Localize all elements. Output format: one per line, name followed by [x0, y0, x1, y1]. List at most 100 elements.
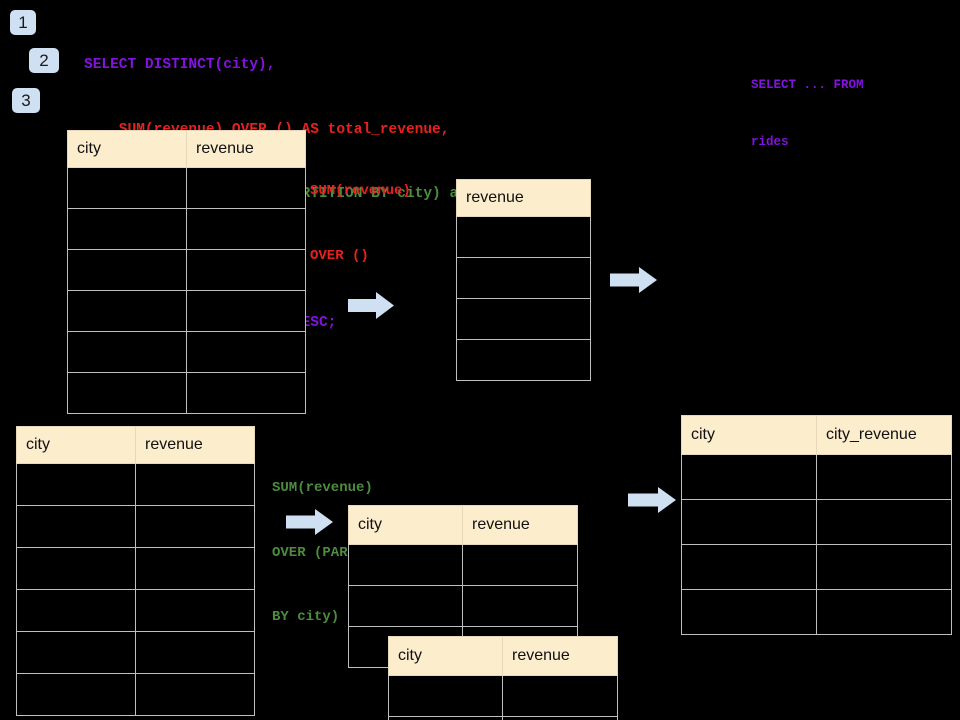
table-row: [456, 257, 591, 299]
table-source-bottom: city revenue: [16, 426, 255, 716]
table-final-result-header-city: city: [681, 415, 817, 455]
table-cell: [16, 673, 136, 716]
table-header-row: city revenue: [388, 636, 618, 676]
table-cell: [456, 257, 591, 299]
arrow-partition-to-final-icon: [628, 487, 676, 513]
table-cell: [16, 631, 136, 674]
table-row: [681, 589, 952, 635]
table-row: [16, 505, 255, 548]
table-row: [16, 589, 255, 632]
table-cell: [16, 463, 136, 506]
table-partition-lower: city revenue: [388, 636, 618, 720]
table-header-row: city revenue: [348, 505, 578, 545]
table-row: [67, 167, 306, 209]
annotation-total-revenue-line-1: SUM(revenue): [310, 183, 411, 199]
table-cell: [67, 249, 187, 291]
table-cell: [67, 208, 187, 250]
table-row: [348, 585, 578, 627]
table-source-top: city revenue: [67, 130, 306, 414]
table-cell: [681, 589, 817, 635]
table-cell: [816, 454, 952, 500]
table-cell: [135, 673, 255, 716]
table-cell: [348, 544, 463, 586]
table-cell: [16, 505, 136, 548]
table-cell: [456, 216, 591, 258]
table-cell: [135, 505, 255, 548]
annotation-city-revenue-line-3: BY city): [272, 609, 340, 625]
table-cell: [67, 372, 187, 414]
table-total-revenue-header-revenue: revenue: [456, 179, 591, 217]
table-row: [16, 673, 255, 716]
table-cell: [67, 167, 187, 209]
table-row: [456, 298, 591, 340]
table-row: [388, 675, 618, 717]
arrow-source-to-partition-icon: [286, 509, 333, 535]
table-cell: [135, 463, 255, 506]
table-cell: [388, 675, 503, 717]
table-row: [681, 454, 952, 500]
sql-line-select: SELECT DISTINCT(city),: [84, 57, 276, 73]
table-source-top-header-revenue: revenue: [186, 130, 306, 168]
table-source-top-header-city: city: [67, 130, 187, 168]
table-cell: [502, 675, 618, 717]
table-cell: [681, 544, 817, 590]
arrow-source-to-total-icon: [348, 292, 394, 319]
step-badge-3-label: 3: [21, 91, 31, 110]
table-row: [456, 339, 591, 381]
table-partition-upper-header-city: city: [348, 505, 463, 545]
step-badge-2-label: 2: [39, 51, 49, 70]
table-cell: [67, 290, 187, 332]
table-partition-lower-header-revenue: revenue: [502, 636, 618, 676]
table-header-row: city revenue: [67, 130, 306, 168]
table-row: [67, 208, 306, 250]
table-partition-upper-header-revenue: revenue: [462, 505, 578, 545]
table-partition-lower-header-city: city: [388, 636, 503, 676]
table-row: [67, 372, 306, 414]
annotation-total-revenue-line-2: OVER (): [310, 247, 369, 264]
table-cell: [186, 167, 306, 209]
table-cell: [456, 298, 591, 340]
step-badge-1: 1: [10, 10, 36, 35]
table-total-revenue-result: revenue: [456, 179, 591, 381]
table-row: [388, 716, 618, 720]
table-cell: [348, 585, 463, 627]
table-final-result: city city_revenue: [681, 415, 952, 635]
table-cell: [186, 290, 306, 332]
sidenote-line-1: SELECT ... FROM: [751, 78, 864, 92]
table-cell: [462, 544, 578, 586]
sidenote-select-from-rides: SELECT ... FROM rides: [751, 38, 864, 190]
sidenote-line-2: rides: [751, 135, 789, 149]
table-cell: [816, 544, 952, 590]
table-cell: [816, 589, 952, 635]
table-row: [348, 544, 578, 586]
table-final-result-header-city-revenue: city_revenue: [816, 415, 952, 455]
table-cell: [135, 547, 255, 590]
table-cell: [388, 716, 503, 720]
table-cell: [67, 331, 187, 373]
annotation-city-revenue-line-1: SUM(revenue): [272, 480, 373, 496]
table-source-bottom-header-revenue: revenue: [135, 426, 255, 464]
table-cell: [186, 372, 306, 414]
table-cell: [456, 339, 591, 381]
table-row: [681, 544, 952, 590]
step-badge-3: 3: [12, 88, 40, 113]
table-row: [67, 249, 306, 291]
table-row: [16, 631, 255, 674]
table-cell: [135, 631, 255, 674]
annotation-total-revenue: SUM(revenue) OVER (): [310, 138, 411, 310]
table-cell: [135, 589, 255, 632]
table-header-row: revenue: [456, 179, 591, 217]
table-row: [67, 290, 306, 332]
table-cell: [462, 585, 578, 627]
table-cell: [16, 547, 136, 590]
table-cell: [186, 249, 306, 291]
step-badge-2: 2: [29, 48, 59, 73]
table-cell: [16, 589, 136, 632]
table-row: [16, 547, 255, 590]
table-row: [456, 216, 591, 258]
table-cell: [186, 208, 306, 250]
table-cell: [681, 499, 817, 545]
table-cell: [502, 716, 618, 720]
table-header-row: city revenue: [16, 426, 255, 464]
